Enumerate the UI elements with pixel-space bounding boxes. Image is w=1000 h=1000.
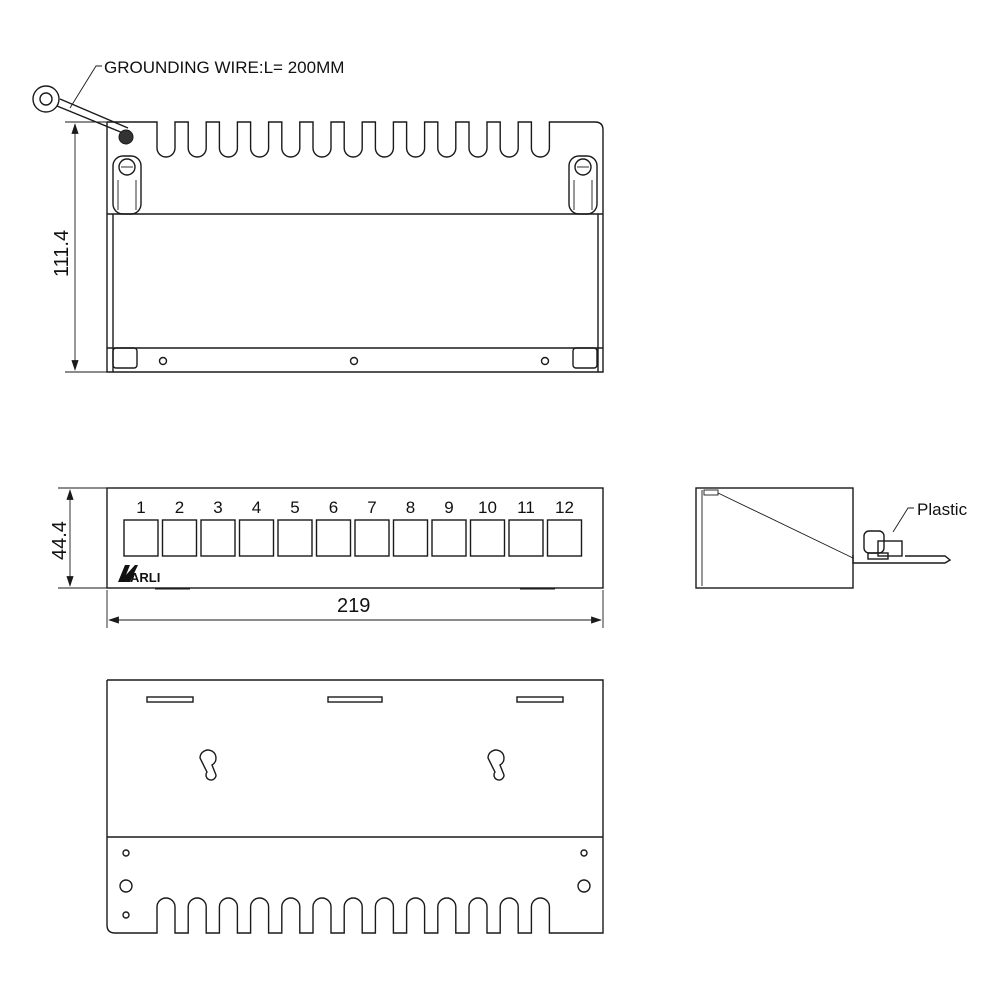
port-label: 4 bbox=[252, 498, 261, 517]
port-label: 9 bbox=[444, 498, 453, 517]
width-dimension: 219 bbox=[337, 595, 370, 617]
brand-logo-text: ARLI bbox=[130, 570, 160, 585]
brand-logo: ARLI bbox=[118, 565, 160, 585]
rj45-port bbox=[508, 519, 544, 557]
height-dimension-front: 44.4 bbox=[49, 521, 71, 560]
keyhole-right bbox=[487, 749, 505, 781]
port-label: 10 bbox=[478, 498, 497, 517]
rj45-port bbox=[315, 519, 352, 557]
grounding-wire-label: GROUNDING WIRE:L= 200MM bbox=[104, 58, 344, 77]
rj45-port bbox=[392, 519, 429, 557]
port-label: 12 bbox=[555, 498, 574, 517]
rj45-port bbox=[277, 519, 313, 557]
port-label: 3 bbox=[213, 498, 222, 517]
rj45-port bbox=[469, 519, 506, 557]
port-label: 11 bbox=[517, 498, 535, 517]
cable-slot-comb-bottom bbox=[152, 897, 560, 934]
rj45-port bbox=[354, 519, 390, 557]
keyhole-left bbox=[199, 749, 217, 781]
rj45-port bbox=[200, 519, 236, 557]
port-label: 1 bbox=[136, 498, 145, 517]
rj45-port bbox=[546, 519, 583, 557]
cable-slot bbox=[152, 897, 560, 934]
rj45-port bbox=[431, 519, 467, 557]
bottom-view bbox=[106, 679, 604, 934]
rj45-port bbox=[123, 519, 159, 557]
plastic-label: Plastic bbox=[917, 500, 968, 519]
mounting-post-left bbox=[112, 155, 142, 215]
height-dimension-top: 111.4 bbox=[51, 230, 73, 277]
port-label: 5 bbox=[290, 498, 299, 517]
grounding-wire bbox=[32, 85, 134, 145]
port-label: 8 bbox=[406, 498, 415, 517]
side-view: Plastic bbox=[695, 487, 968, 589]
rj45-port bbox=[161, 519, 198, 557]
mounting-post-right bbox=[568, 155, 598, 215]
rj45-port bbox=[238, 519, 275, 557]
top-view: GROUNDING WIRE:L= 200MM 111.4 bbox=[32, 58, 604, 373]
port-label: 2 bbox=[175, 498, 184, 517]
port-label: 6 bbox=[329, 498, 338, 517]
port-label: 7 bbox=[367, 498, 376, 517]
cable-slot-comb bbox=[152, 121, 560, 158]
cable-slot bbox=[152, 121, 560, 158]
